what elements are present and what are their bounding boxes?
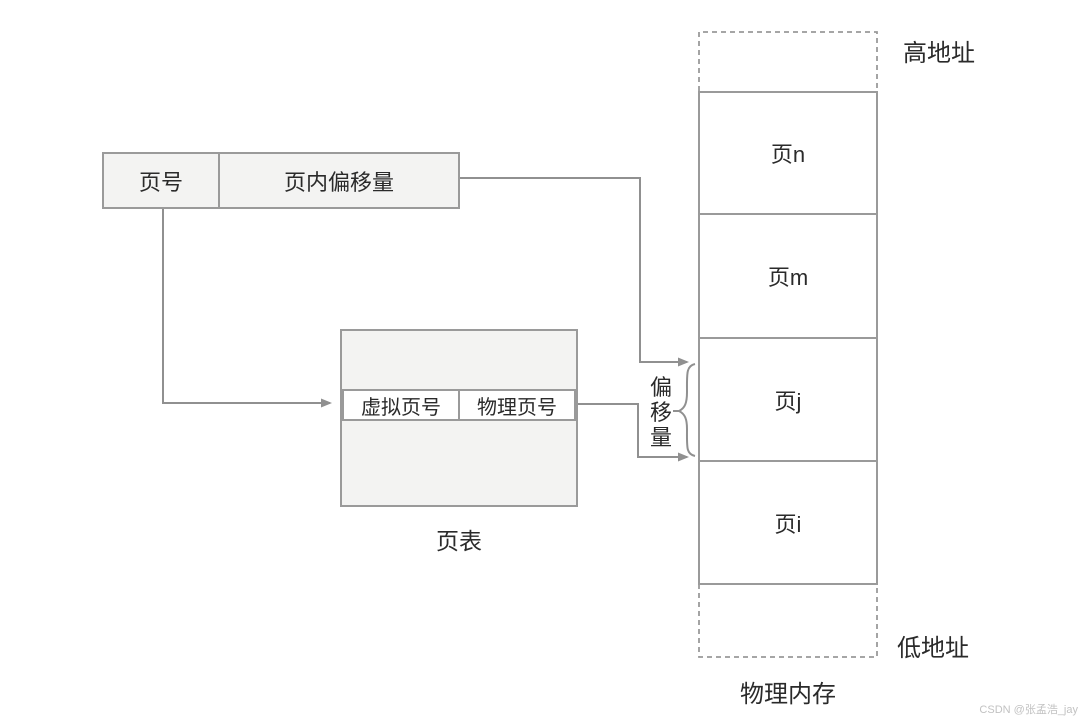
memory-dashed-top: [698, 31, 878, 91]
page-offset-field: 页内偏移量: [283, 169, 394, 195]
page-table: 虚拟页号 物理页号: [340, 329, 578, 507]
page-table-entry-row: 虚拟页号 物理页号: [342, 389, 576, 421]
physical-memory-caption: 物理内存: [740, 681, 836, 708]
page-table-caption: 页表: [436, 528, 482, 554]
arrow-page-number-to-page-table: [162, 209, 332, 408]
memory-page-j: 页j: [698, 337, 878, 462]
page-number-field: 页号: [104, 154, 220, 207]
low-address-label: 低地址: [897, 635, 969, 662]
high-address-label: 高地址: [903, 40, 975, 67]
memory-dashed-bottom: [698, 584, 878, 658]
virtual-address-box: 页号 页内偏移量: [102, 152, 460, 209]
physical-page-number-cell: 物理页号: [458, 389, 576, 421]
offset-brace: [676, 363, 696, 457]
watermark: CSDN @张孟浩_jay: [979, 704, 1078, 716]
memory-page-m: 页m: [698, 213, 878, 339]
offset-label: 偏移量: [649, 375, 672, 450]
virtual-page-number-cell: 虚拟页号: [342, 389, 460, 421]
memory-page-n: 页n: [698, 91, 878, 215]
memory-page-i: 页i: [698, 460, 878, 585]
